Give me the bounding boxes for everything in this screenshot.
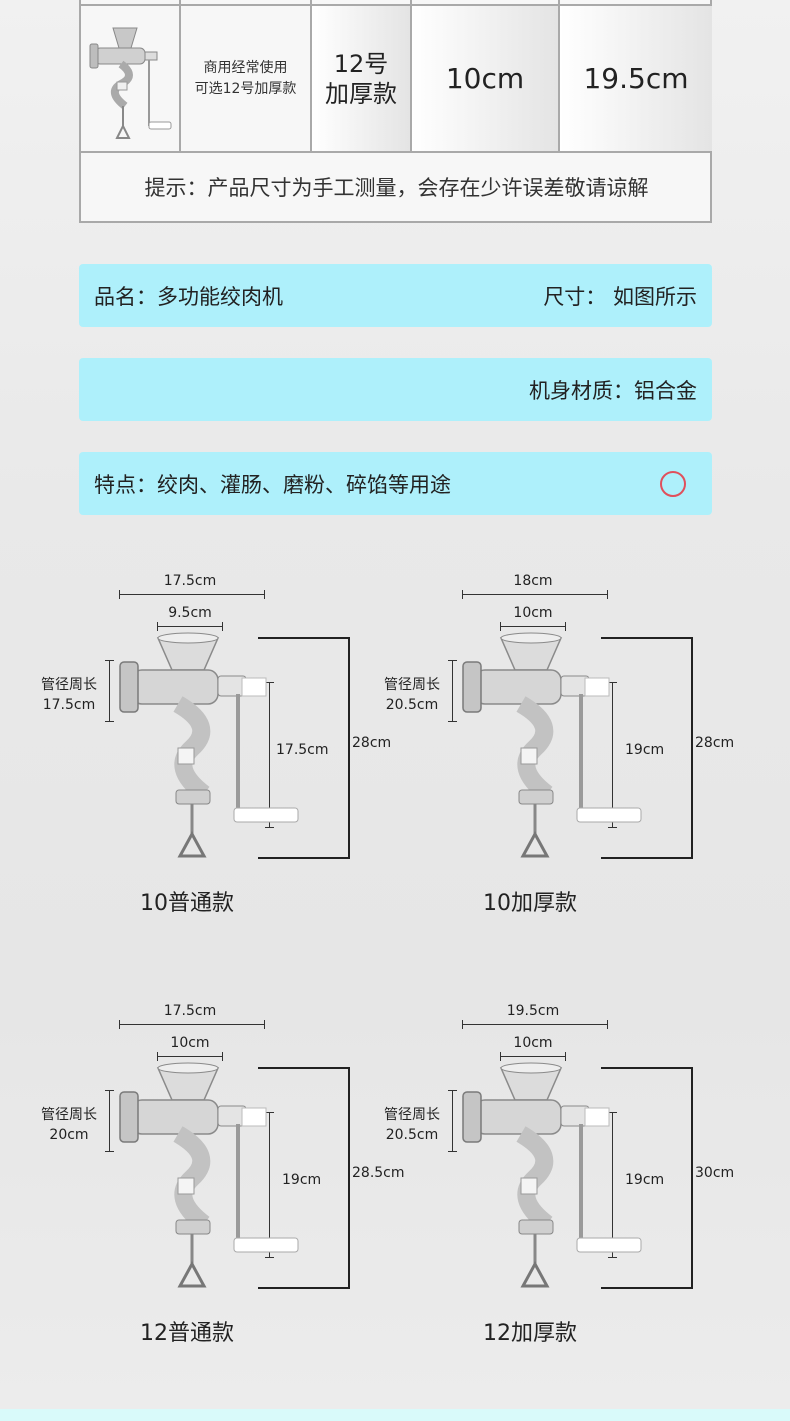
product-thumbnail bbox=[81, 6, 179, 151]
hopper-dimension bbox=[500, 1052, 566, 1061]
width-dimension bbox=[462, 1020, 608, 1029]
height-bracket bbox=[258, 637, 350, 859]
tube-value: 20.5cm bbox=[385, 697, 439, 713]
spec-table: 商用经常使用 可选12号加厚款 12号 加厚款 10cm 19.5cm 提示：产… bbox=[79, 0, 712, 223]
height-bracket bbox=[258, 1067, 350, 1289]
tube-value: 20.5cm bbox=[385, 1127, 439, 1143]
table-divider bbox=[81, 151, 710, 153]
height-label: 30cm bbox=[695, 1165, 735, 1181]
handle-dimension bbox=[608, 682, 617, 828]
width-label: 17.5cm bbox=[163, 1003, 217, 1019]
table-divider bbox=[410, 0, 412, 151]
tube-label-block: 管径周长 20.5cm bbox=[384, 1105, 440, 1145]
width-dimension bbox=[462, 590, 608, 599]
handle-label: 19cm bbox=[625, 742, 665, 758]
material-label: 机身材质：铝合金 bbox=[529, 378, 697, 403]
grinder-block-3: 19.5cm 10cm 管径周长 20.5cm 19cm 30cm 12加厚款 bbox=[373, 990, 735, 1350]
hopper-dimension bbox=[157, 1052, 223, 1061]
tube-dimension bbox=[105, 660, 114, 722]
size-label: 尺寸： 如图所示 bbox=[543, 284, 697, 309]
tube-value: 17.5cm bbox=[42, 697, 96, 713]
hopper-label: 10cm bbox=[170, 1035, 210, 1051]
circle-outline-icon[interactable] bbox=[660, 470, 686, 497]
height-bracket bbox=[601, 1067, 693, 1289]
hopper-dimension bbox=[500, 622, 566, 631]
width-label: 17.5cm bbox=[163, 573, 217, 589]
tube-dimension bbox=[448, 1090, 457, 1152]
width-label: 19.5cm bbox=[506, 1003, 560, 1019]
tube-label: 管径周长 bbox=[41, 677, 97, 693]
table-divider bbox=[310, 0, 312, 151]
material-bar: 机身材质：铝合金 bbox=[79, 358, 712, 421]
handle-label: 19cm bbox=[625, 1172, 665, 1188]
tube-label-block: 管径周长 20cm bbox=[41, 1105, 97, 1145]
model-caption: 12加厚款 bbox=[483, 1321, 577, 1346]
model-caption: 12普通款 bbox=[140, 1321, 234, 1346]
tube-label-block: 管径周长 17.5cm bbox=[41, 675, 97, 715]
table-divider bbox=[81, 4, 710, 6]
measurement-note: 提示：产品尺寸为手工测量，会存在少许误差敬请谅解 bbox=[144, 176, 649, 200]
tube-value: 20cm bbox=[49, 1127, 89, 1143]
height-bracket bbox=[601, 637, 693, 859]
handle-dimension bbox=[265, 1112, 274, 1258]
model-cell: 12号 加厚款 bbox=[312, 6, 410, 151]
tube-label: 管径周长 bbox=[384, 677, 440, 693]
table-divider bbox=[179, 0, 181, 151]
tube-dimension bbox=[105, 1090, 114, 1152]
grinder-image bbox=[462, 632, 642, 858]
grinder-image bbox=[119, 1062, 299, 1288]
grinder-image bbox=[462, 1062, 642, 1288]
grinder-block-2: 17.5cm 10cm 管径周长 20cm 19cm 28.5cm 12普通款 bbox=[30, 990, 405, 1350]
usage-cell: 商用经常使用 可选12号加厚款 bbox=[194, 59, 297, 97]
grinder-block-1: 18cm 10cm 管径周长 20.5cm 19cm 28cm 10加厚款 bbox=[373, 560, 735, 920]
feature-label: 特点：绞肉、灌肠、磨粉、碎馅等用途 bbox=[94, 472, 451, 497]
handle-label: 19cm bbox=[282, 1172, 322, 1188]
hopper-label: 10cm bbox=[513, 1035, 553, 1051]
height-label: 28cm bbox=[352, 735, 392, 751]
bottom-strip bbox=[0, 1409, 790, 1421]
grinder-block-0: 17.5cm 9.5cm 管径周长 17.5cm 17.5cm 28cm 10普… bbox=[30, 560, 392, 920]
product-name-bar: 品名：多功能绞肉机 尺寸： 如图所示 bbox=[79, 264, 712, 327]
height-label: 28cm bbox=[695, 735, 735, 751]
tube-label-block: 管径周长 20.5cm bbox=[384, 675, 440, 715]
model-caption: 10普通款 bbox=[140, 891, 234, 916]
handle-dimension bbox=[265, 682, 274, 828]
width-label: 18cm bbox=[513, 573, 553, 589]
tube-label: 管径周长 bbox=[384, 1107, 440, 1123]
size-b-cell: 19.5cm bbox=[560, 6, 712, 151]
table-divider bbox=[558, 0, 560, 151]
handle-dimension bbox=[608, 1112, 617, 1258]
width-dimension bbox=[119, 590, 265, 599]
hopper-label: 10cm bbox=[513, 605, 553, 621]
tube-dimension bbox=[448, 660, 457, 722]
grinder-image bbox=[119, 632, 299, 858]
hopper-label: 9.5cm bbox=[168, 605, 212, 621]
height-label: 28.5cm bbox=[352, 1165, 405, 1181]
size-a-cell: 10cm bbox=[412, 6, 558, 151]
handle-label: 17.5cm bbox=[276, 742, 329, 758]
width-dimension bbox=[119, 1020, 265, 1029]
tube-label: 管径周长 bbox=[41, 1107, 97, 1123]
product-name-label: 品名：多功能绞肉机 bbox=[94, 284, 283, 309]
feature-bar: 特点：绞肉、灌肠、磨粉、碎馅等用途 bbox=[79, 452, 712, 515]
model-caption: 10加厚款 bbox=[483, 891, 577, 916]
hopper-dimension bbox=[157, 622, 223, 631]
